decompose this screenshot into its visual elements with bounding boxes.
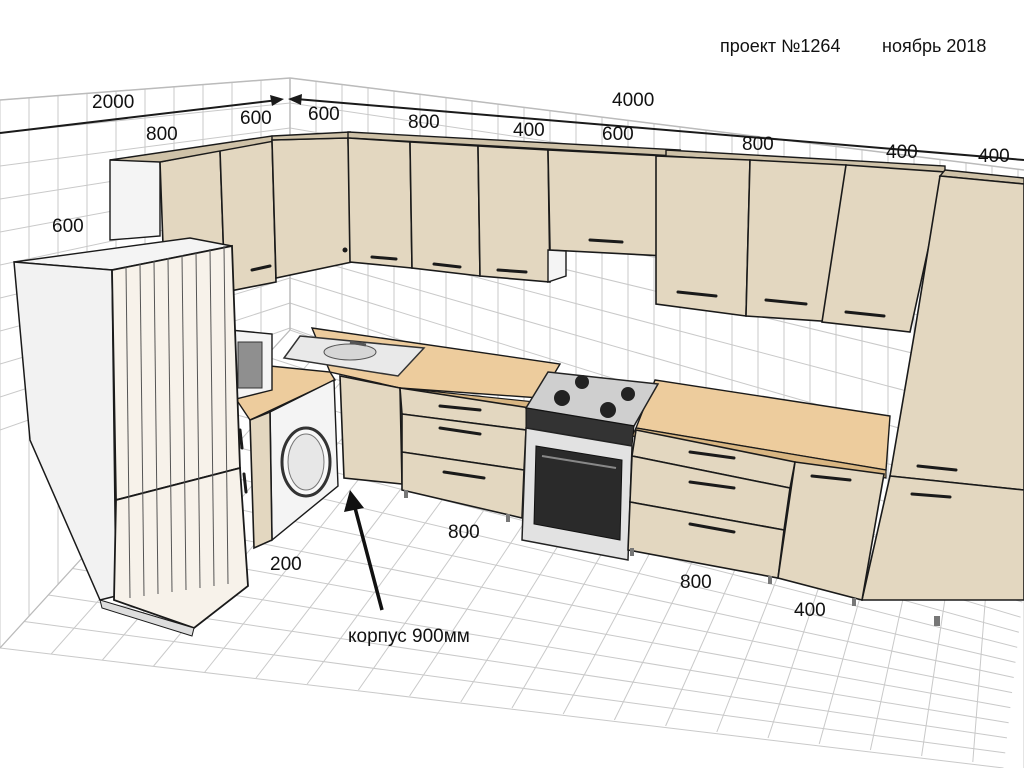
upper-corner-cabinet bbox=[271, 131, 353, 279]
grid-line bbox=[48, 594, 1008, 739]
grid-line bbox=[0, 647, 1004, 769]
refrigerator bbox=[13, 237, 249, 637]
dim-right-wall-total: 4000 bbox=[612, 90, 654, 111]
dim-fridge-depth: 600 bbox=[52, 216, 84, 237]
upper-cabinets-right bbox=[347, 131, 682, 283]
refrigerator-ribs bbox=[125, 245, 229, 599]
dim-base-gap: 200 bbox=[270, 554, 302, 575]
dimension-lines bbox=[0, 94, 1024, 161]
dim-upper-mid-2: 400 bbox=[513, 120, 545, 141]
upper-cabinets-far-right bbox=[655, 149, 946, 333]
dim-upper-corner: 600 bbox=[308, 104, 340, 125]
dim-upper-right-1: 800 bbox=[742, 134, 774, 155]
project-number: проект №1264 bbox=[720, 36, 840, 56]
dim-base-drawers: 800 bbox=[680, 572, 712, 593]
refrigerator-rib bbox=[209, 248, 215, 587]
dim-upper-mid-1: 800 bbox=[408, 112, 440, 133]
dim-upper-left-2: 600 bbox=[240, 108, 272, 129]
grid-line bbox=[24, 621, 1006, 754]
gas-stove bbox=[521, 371, 660, 561]
tall-cabinet bbox=[860, 169, 1024, 626]
labels: проект №1264 ноябрь 2018 2000 4000 800 6… bbox=[52, 36, 1010, 647]
refrigerator-rib bbox=[181, 254, 187, 591]
refrigerator-rib bbox=[125, 266, 131, 599]
dim-base-door: 400 bbox=[794, 600, 826, 621]
project-date: ноябрь 2018 bbox=[882, 36, 986, 56]
dim-base-sink: 800 bbox=[448, 522, 480, 543]
dim-upper-hood: 600 bbox=[602, 124, 634, 145]
grid-line bbox=[0, 127, 291, 167]
annotation-text: корпус 900мм bbox=[348, 626, 470, 647]
refrigerator-rib bbox=[195, 251, 201, 589]
dim-upper-left-1: 800 bbox=[146, 124, 178, 145]
washing-machine bbox=[269, 378, 339, 542]
dim-upper-tall: 400 bbox=[978, 146, 1010, 167]
base-cabinets-right bbox=[627, 429, 885, 606]
sink bbox=[282, 335, 426, 377]
base-cabinets-sink bbox=[339, 375, 531, 522]
grid-line bbox=[972, 574, 988, 763]
grid-line bbox=[96, 541, 1011, 709]
refrigerator-rib bbox=[167, 257, 173, 593]
grid-line bbox=[120, 515, 1013, 694]
refrigerator-rib bbox=[223, 245, 229, 585]
annotation-arrow bbox=[344, 490, 384, 611]
dim-upper-right-2: 400 bbox=[886, 142, 918, 163]
refrigerator-rib bbox=[139, 263, 145, 597]
refrigerator-rib bbox=[153, 260, 159, 595]
dim-left-wall-total: 2000 bbox=[92, 92, 134, 113]
base-cabinet-left bbox=[249, 410, 273, 550]
